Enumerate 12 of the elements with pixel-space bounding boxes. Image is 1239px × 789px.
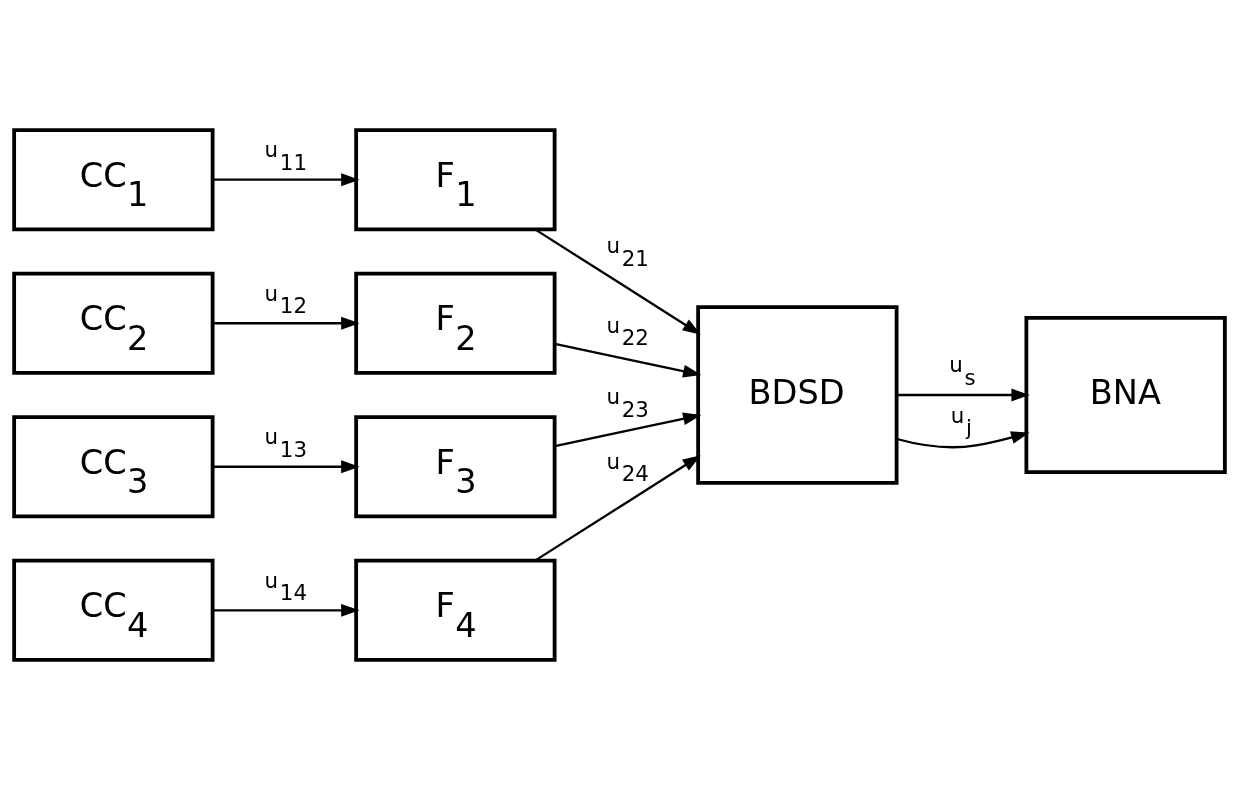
- arrow: [212, 172, 360, 186]
- arrow: [554, 412, 702, 447]
- arrow: [896, 388, 1030, 401]
- arrow: [554, 342, 702, 377]
- arrow: [534, 454, 701, 562]
- arrow: [212, 316, 360, 330]
- arrow: [896, 430, 1030, 448]
- arrow: [212, 603, 360, 617]
- arrow: [534, 227, 701, 335]
- node-box: BDSD: [696, 304, 899, 485]
- arrow: [212, 459, 360, 473]
- node-box: BNA: [1024, 315, 1227, 474]
